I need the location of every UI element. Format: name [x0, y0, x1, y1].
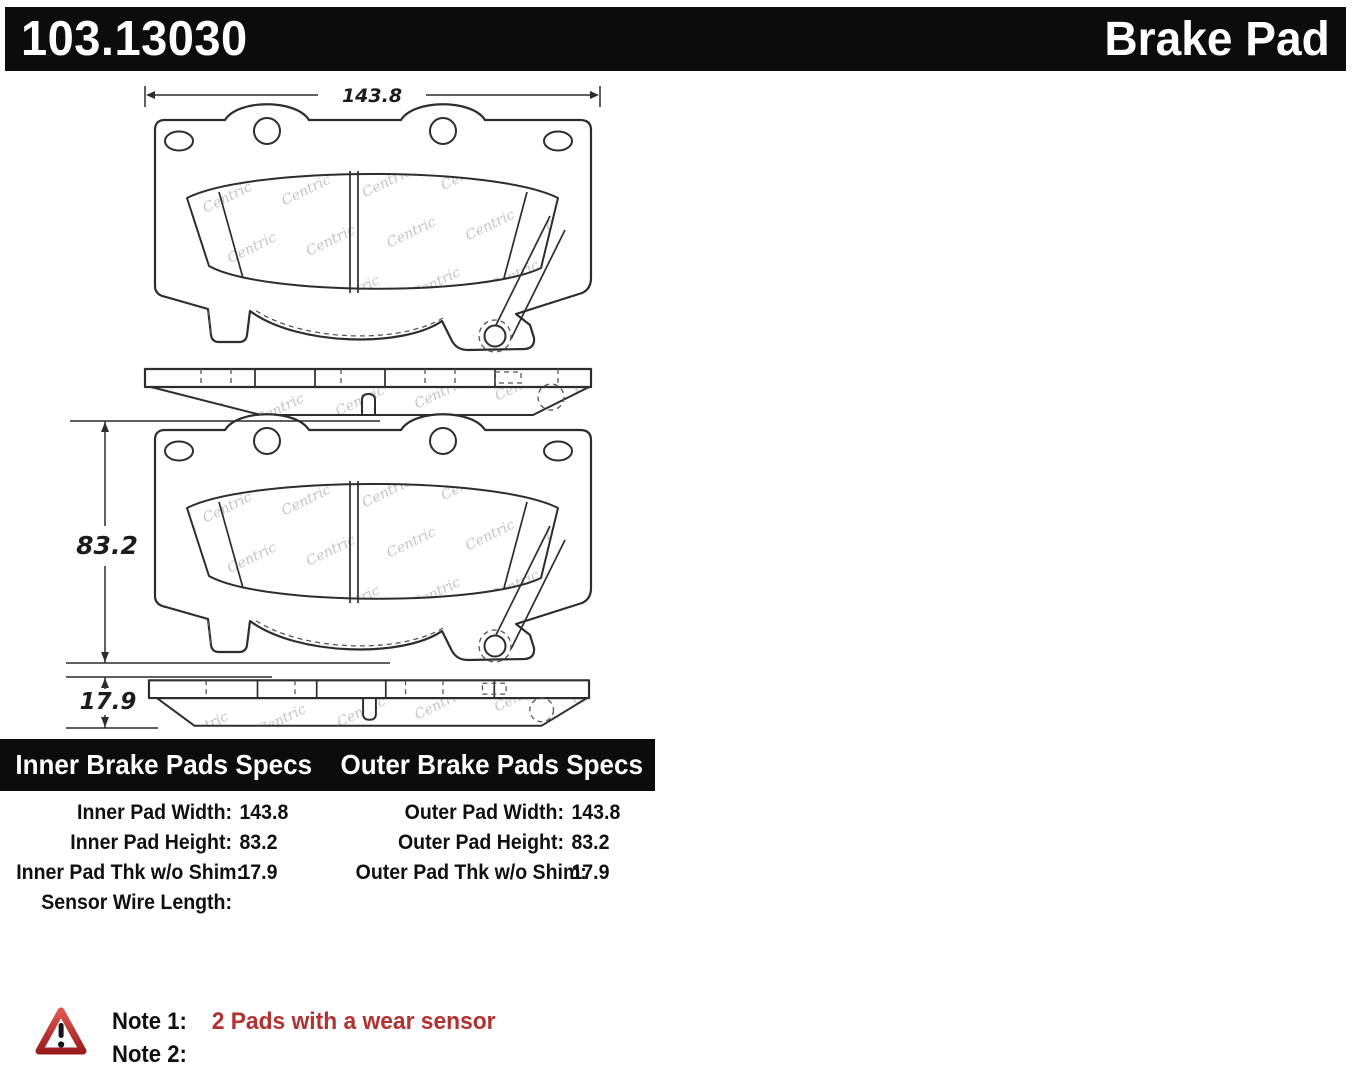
pad-edge-view-2: [147, 679, 591, 727]
dimension-pad-thickness: 17.9: [66, 676, 272, 729]
pad-edge-view-1: [143, 367, 593, 417]
spec-label: Outer Pad Height:: [397, 831, 564, 854]
spec-label: Inner Pad Height:: [70, 831, 232, 854]
pad-front-view-1: [153, 103, 593, 354]
pad-height-label: 83.2: [76, 531, 138, 560]
product-title: Brake Pad: [1104, 12, 1330, 66]
table-row: Sensor Wire Length:: [0, 888, 680, 918]
specs-header-bar: Inner Brake Pads Specs Outer Brake Pads …: [0, 739, 655, 791]
table-row: Inner Pad Height: 83.2 Outer Pad Height:…: [0, 828, 680, 858]
spec-value: 143.8: [571, 801, 621, 824]
pad-thickness-label: 17.9: [80, 689, 137, 715]
notes-section: Note 1: 2 Pads with a wear sensor Note 2…: [112, 1008, 511, 1074]
spec-label: Outer Pad Thk w/o Shim:: [355, 861, 587, 884]
dimension-pad-height: 83.2: [66, 420, 390, 664]
spec-value: 83.2: [239, 831, 278, 854]
note-1-label: Note 1:: [112, 1008, 187, 1035]
part-number: 103.13030: [21, 12, 248, 66]
note-2-row: Note 2:: [112, 1041, 511, 1074]
spec-value: 17.9: [571, 861, 610, 884]
pad-front-view-2: [153, 413, 593, 664]
spec-label: Inner Pad Thk w/o Shim:: [16, 861, 244, 884]
spec-value: 83.2: [571, 831, 610, 854]
spec-label: Sensor Wire Length:: [41, 891, 233, 914]
note-1-row: Note 1: 2 Pads with a wear sensor: [112, 1008, 511, 1041]
note-2-label: Note 2:: [112, 1041, 187, 1068]
warning-triangle-icon: [35, 1007, 87, 1055]
title-bar: 103.13030 Brake Pad: [5, 7, 1346, 71]
table-row: Inner Pad Width: 143.8 Outer Pad Width: …: [0, 798, 680, 828]
outer-specs-header: Outer Brake Pads Specs: [339, 749, 643, 780]
spec-value: 143.8: [239, 801, 289, 824]
brake-pad-technical-drawing: Centric Centric: [66, 85, 601, 729]
inner-specs-header: Inner Brake Pads Specs: [15, 749, 313, 780]
spec-label: Inner Pad Width:: [77, 801, 232, 824]
spec-value: 17.9: [239, 861, 278, 884]
dimension-pad-width: 143.8: [144, 85, 601, 107]
note-1-text: 2 Pads with a wear sensor: [211, 1008, 496, 1035]
table-row: Inner Pad Thk w/o Shim: 17.9 Outer Pad T…: [0, 858, 680, 888]
pad-width-label: 143.8: [342, 85, 402, 107]
spec-label: Outer Pad Width:: [404, 801, 564, 824]
specs-table: Inner Pad Width: 143.8 Outer Pad Width: …: [0, 798, 680, 918]
